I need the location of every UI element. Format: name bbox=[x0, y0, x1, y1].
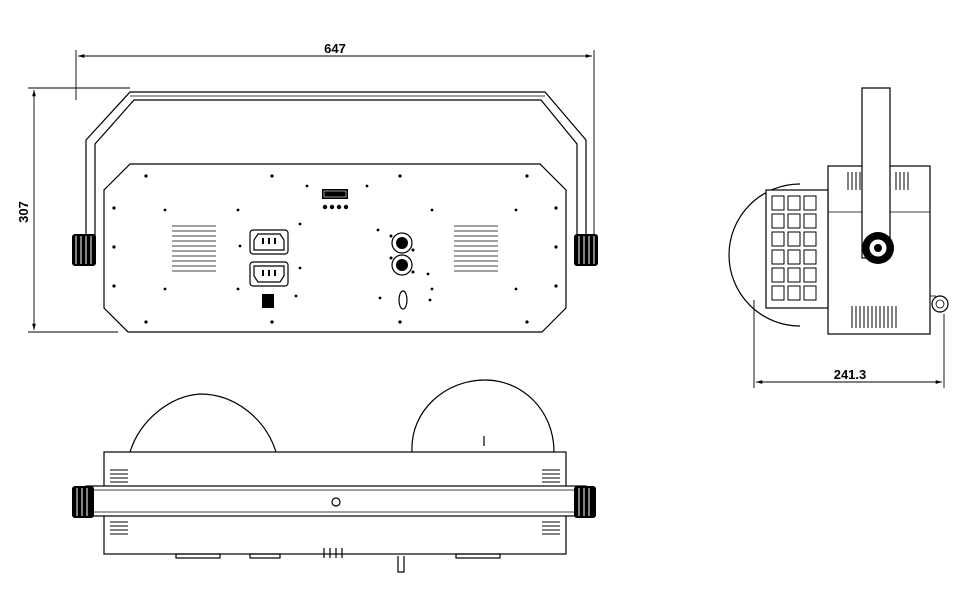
side-bottom-vents bbox=[851, 306, 897, 328]
top-view bbox=[72, 379, 596, 573]
width-label: 647 bbox=[324, 41, 346, 56]
socket-profile bbox=[249, 553, 281, 559]
top-rail bbox=[85, 485, 587, 517]
left-vent-grille bbox=[172, 225, 216, 272]
display-panel bbox=[322, 189, 349, 210]
side-knob bbox=[862, 232, 894, 264]
height-dimension: 307 bbox=[16, 87, 130, 333]
left-knob bbox=[72, 234, 96, 266]
right-knob bbox=[574, 234, 598, 266]
hook-profile bbox=[397, 556, 405, 573]
right-dome bbox=[411, 379, 555, 453]
connector-profile bbox=[323, 548, 343, 558]
right-vent-grille bbox=[454, 225, 498, 272]
height-label: 307 bbox=[16, 201, 31, 223]
front-panel bbox=[103, 163, 567, 333]
dmx-in-connector bbox=[389, 232, 415, 254]
depth-dimension: 241.3 bbox=[753, 300, 945, 388]
depth-label: 241.3 bbox=[834, 367, 867, 382]
bottom-foot-left bbox=[175, 553, 221, 559]
side-yoke-arm bbox=[861, 87, 891, 259]
fuse-holder bbox=[262, 294, 274, 308]
rail-hole bbox=[331, 497, 341, 507]
left-dome bbox=[129, 393, 277, 453]
yoke-bracket bbox=[85, 91, 587, 240]
bottom-foot-right bbox=[455, 553, 501, 559]
side-top-vents bbox=[847, 172, 909, 190]
screws bbox=[112, 174, 558, 324]
dmx-out-connector bbox=[389, 254, 415, 276]
width-dimension: 647 bbox=[75, 41, 595, 250]
top-right-knob bbox=[574, 486, 596, 518]
lens-grid bbox=[765, 189, 829, 309]
front-view: 647 307 bbox=[16, 41, 598, 333]
side-view: 241.3 bbox=[728, 87, 949, 388]
power-out-socket bbox=[249, 261, 289, 287]
safety-hook bbox=[398, 290, 408, 310]
top-left-knob bbox=[72, 486, 94, 518]
power-in-socket bbox=[249, 229, 289, 255]
rear-ring bbox=[931, 295, 949, 313]
